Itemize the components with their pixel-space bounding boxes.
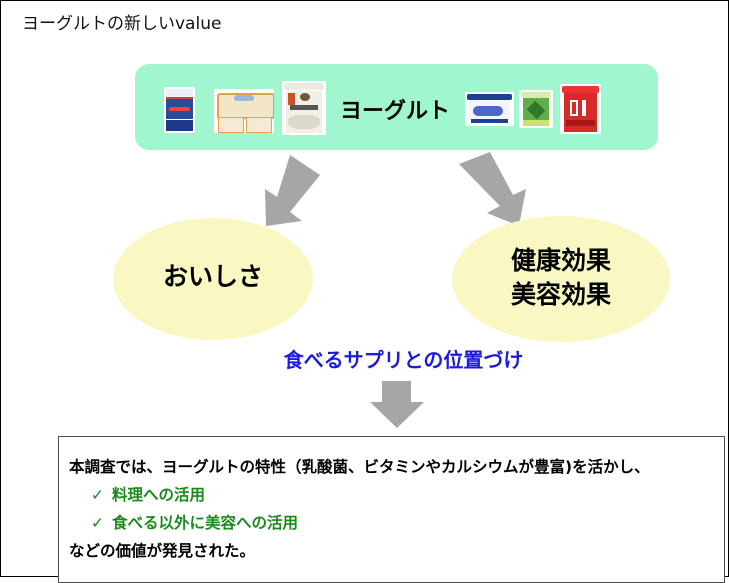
branch-health-beauty-label: 健康効果 美容効果 — [452, 244, 670, 312]
summary-box: 本調査では、ヨーグルトの特性（乳酸菌、ビタミンやカルシウムが豊富)を活かし、 ✓… — [58, 436, 725, 583]
product-image-oikos — [465, 92, 514, 126]
summary-item-text: 食べる以外に美容への活用 — [112, 514, 299, 532]
branch-taste-label: おいしさ — [113, 262, 313, 292]
product-image-r1 — [560, 84, 601, 134]
summary-intro: 本調査では、ヨーグルトの特性（乳酸菌、ビタミンやカルシウムが豊富)を活かし、 — [69, 458, 650, 476]
check-icon: ✓ — [91, 486, 104, 504]
summary-item: ✓ 食べる以外に美容への活用 — [91, 511, 298, 533]
check-icon: ✓ — [91, 514, 104, 532]
product-image-blue-cup — [164, 87, 195, 133]
branch-taste-line: おいしさ — [162, 262, 263, 291]
summary-conclusion: などの価値が発見された。 — [69, 542, 256, 560]
ellipse-health-beauty — [452, 216, 670, 342]
product-image-multipack — [214, 89, 274, 133]
slide-title: ヨーグルトの新しいvalue — [22, 14, 222, 34]
yogurt-label: ヨーグルト — [340, 99, 451, 124]
product-image-tub — [282, 81, 326, 135]
product-image-green-cup — [519, 90, 553, 128]
summary-item-text: 料理への活用 — [112, 486, 206, 504]
branch-health-line: 健康効果 — [510, 246, 611, 275]
arrow-down-right-icon — [459, 152, 526, 226]
arrow-down-icon — [370, 381, 424, 428]
positioning-text: 食べるサプリとの位置づけ — [283, 348, 524, 372]
summary-item: ✓ 料理への活用 — [91, 483, 205, 505]
branch-beauty-line: 美容効果 — [510, 280, 611, 309]
arrow-down-left-icon — [265, 155, 320, 226]
ellipse-taste — [113, 218, 313, 340]
